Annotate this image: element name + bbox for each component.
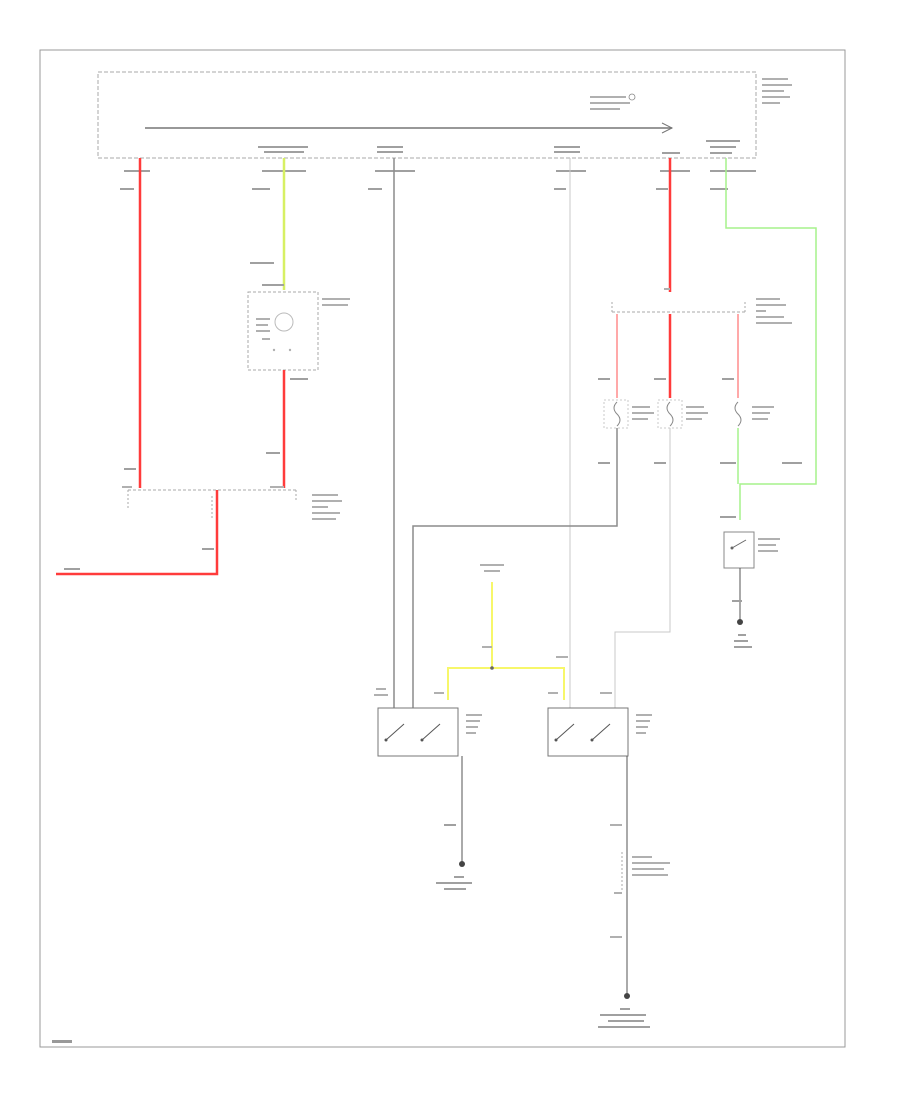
door-switch-right bbox=[547, 692, 652, 757]
ground-left bbox=[459, 861, 465, 867]
bulb-left bbox=[603, 399, 654, 429]
door-switch-left bbox=[374, 688, 482, 757]
module-connector-pins bbox=[120, 140, 756, 190]
ground-right bbox=[737, 619, 743, 625]
wire-bulb-left-return bbox=[412, 428, 618, 708]
wire-red-exit bbox=[56, 490, 219, 576]
junction-connector-bottom bbox=[610, 824, 670, 938]
bulb-center bbox=[657, 399, 708, 429]
wire-green bbox=[725, 158, 817, 520]
corner-mark bbox=[52, 1040, 72, 1043]
bulb-junction-connector bbox=[611, 288, 792, 324]
wire-yellow-supply bbox=[447, 564, 568, 700]
junction-connector-left bbox=[122, 486, 342, 520]
lamp-module bbox=[247, 291, 350, 371]
diagram-frame bbox=[39, 49, 846, 1048]
bulb-right bbox=[734, 401, 774, 427]
ground-bottom bbox=[624, 993, 630, 999]
wire-bulb-center-return bbox=[614, 428, 671, 708]
lamp-switch-right bbox=[723, 531, 780, 569]
control-module bbox=[97, 71, 792, 159]
